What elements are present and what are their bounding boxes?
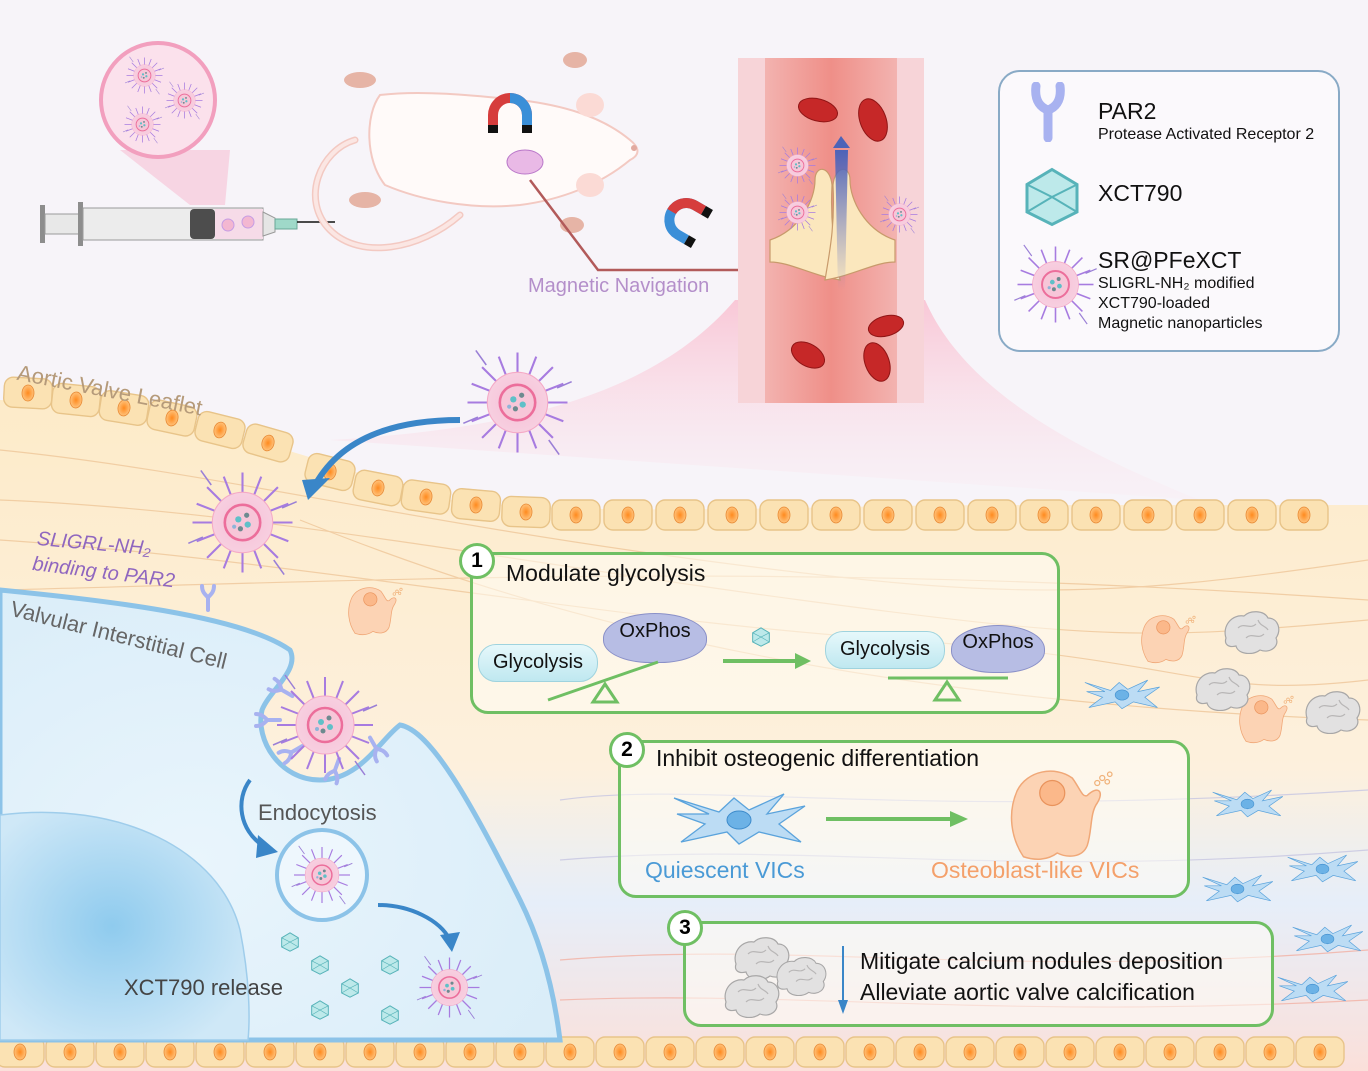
xct790-release-label: XCT790 release <box>124 975 283 1000</box>
endothelial-cell <box>1071 499 1121 531</box>
endothelial-cell <box>551 499 601 531</box>
oxphos-mito-after: OxPhos <box>951 625 1045 673</box>
endothelial-cell <box>399 478 453 516</box>
quiescent-vic-icon <box>673 793 806 845</box>
endothelial-cell <box>967 499 1017 531</box>
endothelial-cell <box>1123 499 1173 531</box>
endothelial-cell <box>845 1036 895 1068</box>
transition-arrow <box>723 653 811 669</box>
par2-receptor-icon <box>200 584 216 612</box>
heart-icon <box>506 149 544 175</box>
magnet-icon <box>664 198 713 249</box>
endothelial-cell <box>795 1036 845 1068</box>
legend: PAR2 Protease Activated Receptor 2 XCT79… <box>998 70 1340 352</box>
outcome-line-1: Mitigate calcium nodules deposition <box>860 948 1224 974</box>
calcium-nodules-icon <box>724 937 827 1018</box>
oxphos-mito-before: OxPhos <box>603 613 707 663</box>
par2-receptor-icon <box>368 735 390 764</box>
legend-par2-desc: Protease Activated Receptor 2 <box>1098 126 1315 143</box>
endothelial-cell <box>895 1036 945 1068</box>
endothelial-cell <box>707 499 757 531</box>
cell-nucleus <box>0 811 250 1041</box>
navigation-leader-line <box>529 179 738 272</box>
par2-receptor-icon <box>323 756 342 786</box>
endothelial-cell <box>811 499 861 531</box>
syringe-zoom-cone <box>120 150 230 205</box>
endothelial-cell <box>450 487 502 523</box>
endothelial-cell <box>645 1036 695 1068</box>
endothelial-cell <box>863 499 913 531</box>
endothelial-cell <box>595 1036 645 1068</box>
endothelial-cell <box>1227 499 1277 531</box>
step-badge-2: 2 <box>609 732 645 768</box>
decrease-arrow-icon <box>838 946 848 1014</box>
endothelial-cell <box>995 1036 1045 1068</box>
endothelial-cell <box>1145 1036 1195 1068</box>
arrowhead-icon <box>440 932 460 952</box>
endothelial-cell <box>695 1036 745 1068</box>
endothelial-cell <box>1245 1036 1295 1068</box>
endothelial-cell <box>759 499 809 531</box>
legend-srpfexct-line1: SLIGRL-NH₂ modified <box>1098 275 1255 292</box>
panel-inhibit-osteogenic: Inhibit osteogenic differentiation Quies… <box>618 740 1190 898</box>
legend-srpfexct-title: SR@PFeXCT <box>1098 247 1242 273</box>
legend-srpfexct-line3: Magnetic nanoparticles <box>1098 315 1263 332</box>
panel-1-title: Modulate glycolysis <box>506 560 706 586</box>
par2-receptor-icon <box>1031 82 1065 142</box>
arrowhead-icon <box>302 478 330 500</box>
step-badge-1: 1 <box>459 543 495 579</box>
syringe-icon <box>40 202 335 246</box>
magnetic-navigation-label: Magnetic Navigation <box>528 275 710 297</box>
endothelial-cell <box>1045 1036 1095 1068</box>
aortic-vessel <box>738 58 924 403</box>
endothelial-cell <box>1295 1036 1345 1068</box>
endothelial-cell <box>1279 499 1329 531</box>
legend-xct790-title: XCT790 <box>1098 180 1183 206</box>
seesaw-tilted-icon <box>547 660 659 704</box>
par2-receptors <box>200 584 390 786</box>
entry-arrow <box>312 417 461 487</box>
arrowhead-icon <box>256 835 278 858</box>
panel-2-title: Inhibit osteogenic differentiation <box>656 745 980 771</box>
step-badge-3: 3 <box>667 910 703 946</box>
endothelial-cell <box>1019 499 1069 531</box>
endothelial-cell <box>915 499 965 531</box>
par2-receptor-icon <box>266 676 295 698</box>
glycolysis-pill-before: Glycolysis <box>478 644 598 682</box>
xct790-crystal-icon <box>1025 168 1079 226</box>
glycolysis-pill-after: Glycolysis <box>825 631 945 669</box>
seesaw-balanced-icon <box>888 676 1008 702</box>
legend-srpfexct-line2: XCT790-loaded <box>1098 295 1211 312</box>
osteoblast-vic-icon <box>1010 770 1113 860</box>
endocytosis-label: Endocytosis <box>258 800 377 825</box>
par2-receptor-icon <box>254 712 282 728</box>
syringe-zoom-circle <box>99 41 217 159</box>
endothelial-cell <box>500 495 552 529</box>
osteoblast-vics-label: Osteoblast-like VICs <box>931 857 1140 883</box>
endothelial-cell <box>655 499 705 531</box>
endocytosis-arrow <box>239 778 264 847</box>
endothelial-cell <box>745 1036 795 1068</box>
nanoparticle-icon <box>1013 243 1098 326</box>
endothelial-cell <box>1175 499 1225 531</box>
panel-modulate-glycolysis: Modulate glycolysis Glycolysis OxPhos Gl… <box>470 552 1060 714</box>
endothelial-cell <box>945 1036 995 1068</box>
panel-mitigate-calcification: Mitigate calcium nodules deposition Alle… <box>683 921 1274 1027</box>
xct790-crystal-icon <box>752 627 770 647</box>
endothelial-cell <box>603 499 653 531</box>
endothelial-cell <box>1095 1036 1145 1068</box>
legend-par2-title: PAR2 <box>1098 98 1157 124</box>
quiescent-vics-label: Quiescent VICs <box>645 857 805 883</box>
rat-icon <box>311 52 639 252</box>
par2-receptor-icon <box>276 744 305 766</box>
endothelial-cell <box>1195 1036 1245 1068</box>
outcome-line-2: Alleviate aortic valve calcification <box>860 979 1195 1005</box>
differentiation-arrow <box>826 811 968 827</box>
magnet-icon <box>488 93 532 133</box>
